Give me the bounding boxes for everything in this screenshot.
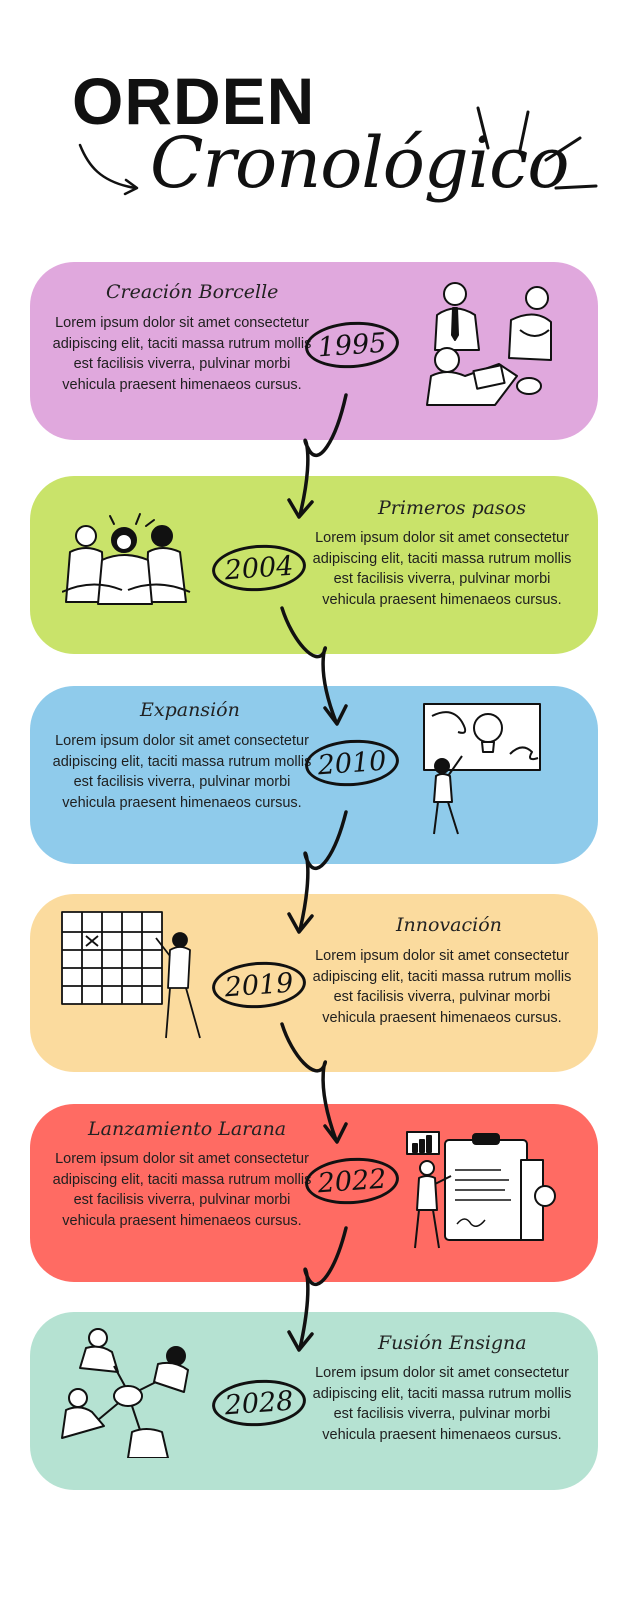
card-title-4: Innovación <box>396 914 502 936</box>
team-group-illustration <box>62 513 191 605</box>
card-body-1: Lorem ipsum dolor sit amet consectetur a… <box>52 315 312 393</box>
timeline-card-1995 <box>30 262 598 440</box>
report-clipboard-illustration <box>406 1131 556 1249</box>
page-title: ORDEN <box>72 64 316 138</box>
hands-together-illustration <box>61 1328 189 1458</box>
card-title-1: Creación Borcelle <box>106 281 279 303</box>
card-title-5: Lanzamiento Larana <box>88 1118 287 1140</box>
card-title-2: Primeros pasos <box>378 497 526 519</box>
card-body-3: Lorem ipsum dolor sit amet consectetur a… <box>52 733 312 811</box>
idea-lightbulb-illustration <box>423 703 541 835</box>
card-title-6: Fusión Ensigna <box>378 1332 527 1354</box>
card-title-3: Expansión <box>140 699 240 721</box>
page-subtitle: Cronológico <box>150 122 569 204</box>
card-body-6: Lorem ipsum dolor sit amet consectetur a… <box>312 1365 572 1443</box>
business-meeting-illustration <box>426 282 552 406</box>
card-body-4: Lorem ipsum dolor sit amet consectetur a… <box>312 948 572 1026</box>
card-body-5: Lorem ipsum dolor sit amet consectetur a… <box>52 1151 312 1229</box>
planning-board-illustration <box>61 911 201 1039</box>
card-body-2: Lorem ipsum dolor sit amet consectetur a… <box>312 530 572 608</box>
